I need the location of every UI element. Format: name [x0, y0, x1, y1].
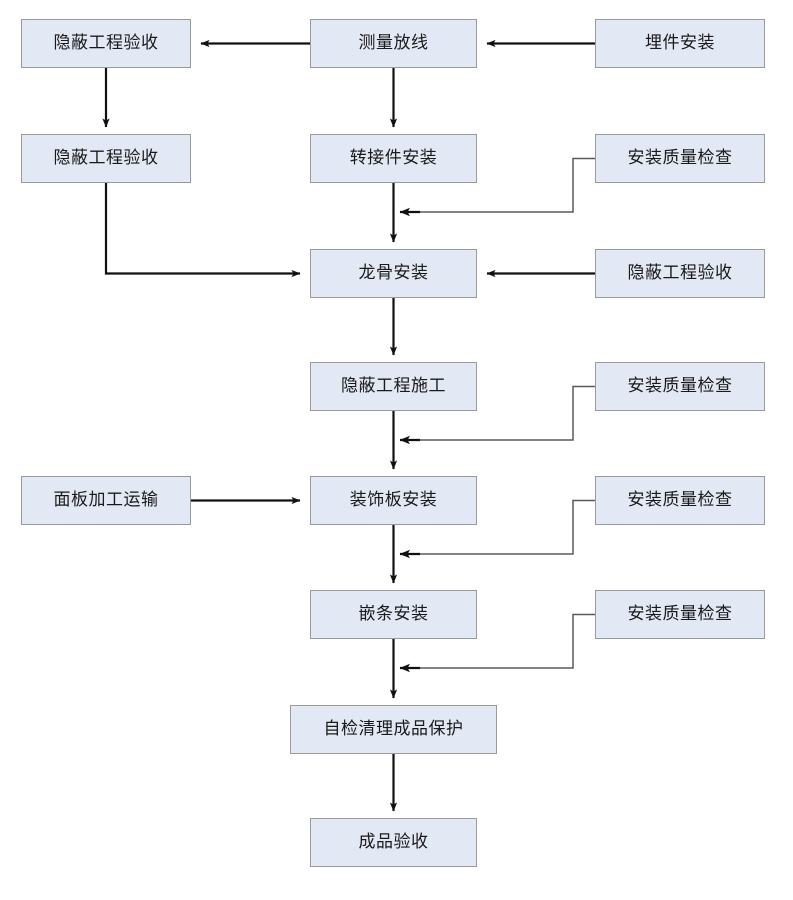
- node-anzhuang-zhiliang-jiancha-1[interactable]: 安装质量检查: [595, 134, 765, 183]
- node-label: 龙骨安装: [358, 263, 429, 283]
- node-label: 装饰板安装: [349, 490, 438, 510]
- node-yinbi-gongcheng-yanshou-2[interactable]: 隐蔽工程验收: [21, 134, 191, 183]
- node-label: 嵌条安装: [358, 604, 429, 624]
- node-label: 隐蔽工程施工: [341, 376, 446, 396]
- node-longgu-anzhuang[interactable]: 龙骨安装: [310, 249, 477, 298]
- node-label: 隐蔽工程验收: [53, 33, 159, 53]
- node-celiang-fangxian[interactable]: 测量放线: [310, 19, 477, 68]
- node-anzhuang-zhiliang-jiancha-4[interactable]: 安装质量检查: [595, 590, 765, 639]
- node-qiantiao-anzhuang[interactable]: 嵌条安装: [310, 590, 477, 639]
- node-label: 埋件安装: [645, 33, 715, 53]
- node-label: 隐蔽工程验收: [627, 263, 733, 283]
- node-label: 成品验收: [358, 832, 429, 852]
- node-label: 安装质量检查: [627, 490, 733, 510]
- node-anzhuang-zhiliang-jiancha-3[interactable]: 安装质量检查: [595, 476, 765, 525]
- node-label: 自检清理成品保护: [323, 719, 464, 739]
- node-label: 安装质量检查: [627, 148, 733, 168]
- node-label: 转接件安装: [349, 148, 438, 168]
- node-zhuangshiban-anzhuang[interactable]: 装饰板安装: [310, 476, 477, 525]
- node-label: 安装质量检查: [627, 604, 733, 624]
- node-zhuanjiejian-anzhuang[interactable]: 转接件安装: [310, 134, 477, 183]
- node-chengpin-yanshou[interactable]: 成品验收: [310, 818, 477, 867]
- edge-yinbi2-to-longgu: [104, 183, 301, 278]
- node-label: 测量放线: [358, 33, 429, 53]
- node-label: 面板加工运输: [53, 490, 159, 510]
- node-anzhuang-zhiliang-jiancha-2[interactable]: 安装质量检查: [595, 362, 765, 411]
- node-label: 隐蔽工程验收: [53, 148, 159, 168]
- node-yinbi-gongcheng-yanshou-3[interactable]: 隐蔽工程验收: [595, 249, 765, 298]
- node-zijian-qingli-chengpin-baohu[interactable]: 自检清理成品保护: [290, 705, 497, 754]
- node-yinbi-gongcheng-yanshou-1[interactable]: 隐蔽工程验收: [21, 19, 191, 68]
- node-mianban-jiagong-yunshu[interactable]: 面板加工运输: [21, 476, 191, 525]
- node-yinbi-gongcheng-shigong[interactable]: 隐蔽工程施工: [310, 362, 477, 411]
- node-maijian-anzhuang[interactable]: 埋件安装: [595, 19, 765, 68]
- node-label: 安装质量检查: [627, 376, 733, 396]
